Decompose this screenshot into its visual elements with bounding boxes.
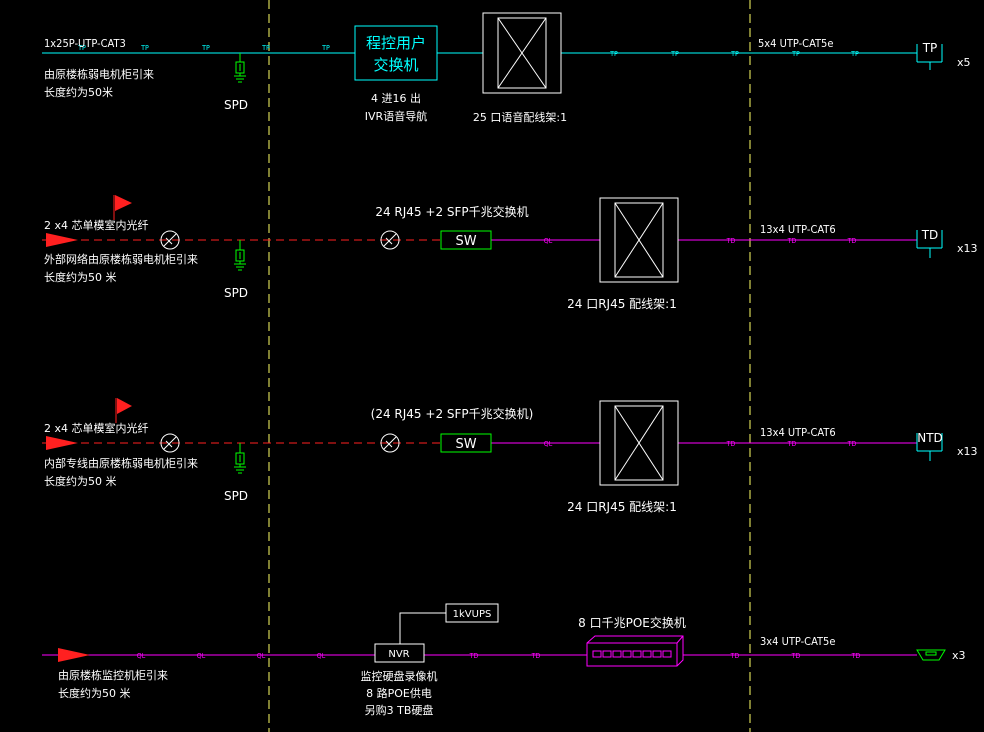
nvr-note-1: 监控硬盘录像机 (361, 669, 438, 683)
tel-wire-tag: TP (77, 44, 86, 52)
cctv-wire-tag-td: TD (791, 652, 801, 660)
ext-switch-title: 24 RJ45 +2 SFP千兆交换机 (375, 204, 528, 219)
int-wire-tag-ql: QL (544, 440, 553, 448)
int-source-line-2: 长度约为50 米 (44, 474, 117, 488)
ext-fiber-label: 2 x4 芯单模室内光纤 (44, 218, 149, 232)
pbx-label-2: 交换机 (373, 56, 418, 74)
surge-protector-icon (234, 53, 246, 83)
tel-qty: x5 (957, 56, 971, 69)
voice-patch-panel-icon (482, 12, 562, 94)
tel-terminal-label: TP (922, 41, 938, 55)
int-outlet-icon (916, 433, 943, 461)
tel-cable-label: 1x25P-UTP-CAT3 (44, 37, 126, 50)
tel-wire-tag: TP (261, 44, 270, 52)
surge-protector-icon (234, 240, 246, 271)
cctv-wire-tag-ql: QL (137, 652, 146, 660)
pbx-note-1: 4 进16 出 (371, 91, 421, 105)
ext-patch-label: 24 口RJ45 配线架:1 (567, 297, 677, 311)
cctv-source-line-1: 由原楼栋监控机柜引来 (58, 668, 168, 682)
poe-switch-icon (586, 635, 684, 667)
camera-icon (916, 649, 946, 661)
tel-source-line-2: 长度约为50米 (44, 85, 113, 99)
ext-wire-tag-ql: QL (544, 237, 553, 245)
ext-terminal-label: TD (921, 228, 939, 242)
tel-source-line-1: 由原楼栋弱电机柜引来 (44, 67, 154, 81)
int-switch-box (440, 433, 492, 453)
ext-source-line-1: 外部网络由原楼栋弱电机柜引来 (44, 252, 198, 266)
ext-out-cable-label: 13x4 UTP-CAT6 (760, 223, 836, 236)
internal-network-row: QL TD TD TD 2 x4 芯单模室内光纤 内部专线由原楼栋弱电机柜引来 … (42, 398, 978, 514)
nvr-note-3: 另购3 TB硬盘 (365, 703, 434, 717)
ext-qty: x13 (957, 242, 978, 255)
int-source-line-1: 内部专线由原楼栋弱电机柜引来 (44, 456, 198, 470)
tel-wire-tag: TP (791, 50, 800, 58)
pbx-label-1: 程控用户 (366, 34, 426, 52)
ext-spd-label: SPD (224, 286, 248, 300)
poe-switch-title: 8 口千兆POE交换机 (578, 615, 686, 630)
int-fiber-label: 2 x4 芯单模室内光纤 (44, 421, 149, 435)
telephone-row: TP TP TP TP TP TP TP TP TP TP 1x25P-UTP-… (42, 12, 971, 124)
tel-spd-label: SPD (224, 98, 248, 112)
tel-out-cable-label: 5x4 UTP-CAT5e (758, 37, 833, 50)
int-switch-label: SW (455, 437, 476, 452)
tel-wire-tag: TP (140, 44, 149, 52)
tel-wire-tag: TP (201, 44, 210, 52)
cctv-wire-tag-td: TD (730, 652, 740, 660)
external-network-row: QL TD TD TD 2 x4 芯单模室内光纤 外部网络由原楼栋弱电机柜引来 … (42, 195, 978, 311)
int-flag-icon (46, 398, 132, 450)
tel-wire-tag: TP (850, 50, 859, 58)
ext-wire-tag-td: TD (847, 237, 857, 245)
tel-wire-tag: TP (730, 50, 739, 58)
cctv-source-line-2: 长度约为50 米 (58, 686, 131, 700)
ups-connector-line (399, 612, 446, 644)
ext-outlet-icon (916, 230, 943, 258)
int-wire-tag-td: TD (847, 440, 857, 448)
tel-wire-tag: TP (321, 44, 330, 52)
int-wire-tag-td: TD (726, 440, 736, 448)
int-patch-label: 24 口RJ45 配线架:1 (567, 500, 677, 514)
tel-wire-tag: TP (670, 50, 679, 58)
cctv-wire-tag-ql: QL (317, 652, 326, 660)
pbx-box (354, 25, 438, 81)
cctv-wire-tag-ql: QL (257, 652, 266, 660)
int-patch-panel-icon (599, 400, 679, 486)
int-spd-label: SPD (224, 489, 248, 503)
int-wire-tag-td: TD (787, 440, 797, 448)
ext-switch-label: SW (455, 234, 476, 249)
int-qty: x13 (957, 445, 978, 458)
int-switch-title: (24 RJ45 +2 SFP千兆交换机) (371, 406, 534, 421)
nvr-box (374, 643, 425, 663)
cctv-wire-tag-ql: QL (197, 652, 206, 660)
cctv-wire-tag-td: TD (531, 652, 541, 660)
int-terminal-label: NTD (917, 431, 943, 445)
cctv-wire-tag-td: TD (469, 652, 479, 660)
ext-wire-tag-td: TD (726, 237, 736, 245)
nvr-label: NVR (388, 649, 409, 660)
pbx-note-2: IVR语音导航 (365, 109, 427, 123)
cctv-wire-tag-td: TD (851, 652, 861, 660)
ext-switch-box (440, 230, 492, 250)
ups-label: 1kVUPS (453, 609, 492, 620)
tel-outlet-icon (916, 44, 943, 70)
ext-wire-tag-td: TD (787, 237, 797, 245)
tel-wire-tag: TP (609, 50, 618, 58)
cctv-row: QL QL QL QL TD TD TD TD TD 由原楼栋监控机柜引来 长度… (42, 603, 966, 717)
tel-patch-label: 25 口语音配线架:1 (473, 110, 567, 124)
ext-patch-panel-icon (599, 197, 679, 283)
cctv-flag-icon (58, 648, 90, 662)
int-out-cable-label: 13x4 UTP-CAT6 (760, 426, 836, 439)
cctv-out-cable-label: 3x4 UTP-CAT5e (760, 635, 835, 648)
nvr-note-2: 8 路POE供电 (366, 686, 432, 700)
cctv-qty: x3 (952, 649, 966, 662)
int-fiber-splice-icon (160, 433, 400, 453)
ext-fiber-splice-icon (160, 230, 400, 250)
ext-flag-icon (46, 195, 132, 247)
surge-protector-icon (234, 443, 246, 474)
ext-source-line-2: 长度约为50 米 (44, 270, 117, 284)
